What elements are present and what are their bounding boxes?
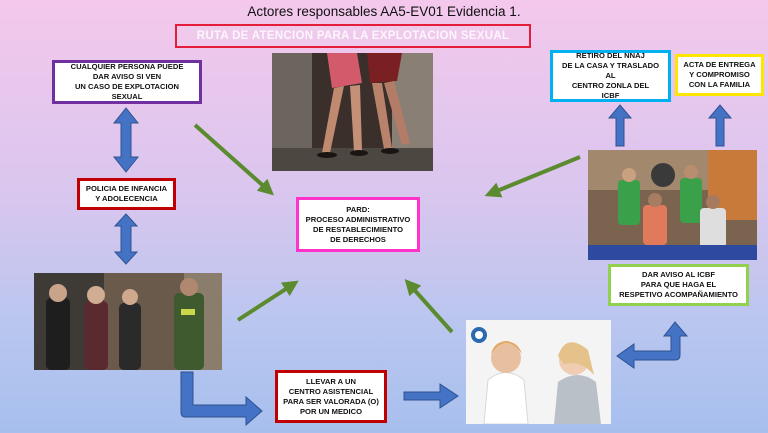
medical-line-3: PARA SER VALORADA (O) xyxy=(283,396,379,406)
blue-double-arrow-police-photo xyxy=(113,213,139,265)
green-arrow-doctor-to-pard xyxy=(404,279,454,334)
page-title: Actores responsables AA5-EV01 Evidencia … xyxy=(247,4,521,19)
icbf-line-1: DAR AVISO AL ICBF xyxy=(642,270,715,279)
medical-box: LLEVAR A UN CENTRO ASISTENCIAL PARA SER … xyxy=(275,370,387,423)
medical-line-2: CENTRO ASISTENCIAL xyxy=(288,386,374,396)
photo-icbf-team xyxy=(588,150,757,260)
photo-doctor xyxy=(466,320,611,424)
blue-arrow-medical-to-doctor xyxy=(403,383,459,409)
act-box: ACTA DE ENTREGA Y COMPROMISO CON LA FAMI… xyxy=(675,54,764,96)
police-box: POLICIA DE INFANCIA Y ADOLECENCIA xyxy=(77,178,176,210)
photo-police xyxy=(34,273,222,370)
pard-box: PARD: PROCESO ADMINISTRATIVO DE RESTABLE… xyxy=(296,197,420,252)
police-line-2: Y ADOLECENCIA xyxy=(95,194,158,203)
act-line-1: ACTA DE ENTREGA xyxy=(683,60,756,69)
withdrawal-line-2: DE LA CASA Y TRASLADO AL xyxy=(561,61,660,80)
blue-up-arrow-act xyxy=(707,104,733,147)
pard-line-4: DE DERECHOS xyxy=(330,234,386,244)
icbf-line-3: RESPETIVO ACOMPAÑAMIENTO xyxy=(619,290,738,299)
withdrawal-line-4: ICBF xyxy=(601,91,620,100)
icbf-box: DAR AVISO AL ICBF PARA QUE HAGA EL RESPE… xyxy=(608,264,749,306)
green-arrow-report-to-pard xyxy=(193,123,274,196)
medical-line-1: LLEVAR A UN xyxy=(306,376,356,386)
blue-double-arrow-report-police xyxy=(112,107,140,173)
green-arrow-team-to-pard xyxy=(484,155,581,198)
blue-bent-arrow-icbf-to-doctor xyxy=(616,321,689,369)
icbf-line-2: PARA QUE HAGA EL xyxy=(640,280,717,289)
police-line-1: POLICIA DE INFANCIA xyxy=(85,184,168,193)
report-line-2: DAR AVISO SI VEN xyxy=(92,72,162,81)
pard-line-3: DE RESTABLECIMIENTO xyxy=(312,224,403,234)
pard-line-1: PARD: xyxy=(346,204,370,214)
route-banner: RUTA DE ATENCION PARA LA EXPLOTACION SEX… xyxy=(175,24,531,48)
report-line-3: UN CASO DE EXPLOTACION SEXUAL xyxy=(74,82,180,101)
pard-line-2: PROCESO ADMINISTRATIVO xyxy=(305,214,411,224)
green-arrow-police-to-pard xyxy=(236,280,299,322)
withdrawal-box: RETIRO DEL NNAJ DE LA CASA Y TRASLADO AL… xyxy=(550,50,671,102)
medical-line-4: POR UN MEDICO xyxy=(299,406,362,416)
blue-up-arrow-withdrawal xyxy=(607,104,633,147)
report-box: CUALQUIER PERSONA PUEDE DAR AVISO SI VEN… xyxy=(52,60,202,104)
withdrawal-line-3: CENTRO ZONLA DEL xyxy=(571,81,650,90)
photo-street-legs xyxy=(272,53,433,171)
act-line-2: Y COMPROMISO xyxy=(689,70,750,79)
blue-bent-arrow-to-medical xyxy=(180,371,263,427)
withdrawal-line-1: RETIRO DEL NNAJ xyxy=(576,51,645,60)
act-line-3: CON LA FAMILIA xyxy=(688,80,751,89)
report-line-1: CUALQUIER PERSONA PUEDE xyxy=(70,62,184,71)
